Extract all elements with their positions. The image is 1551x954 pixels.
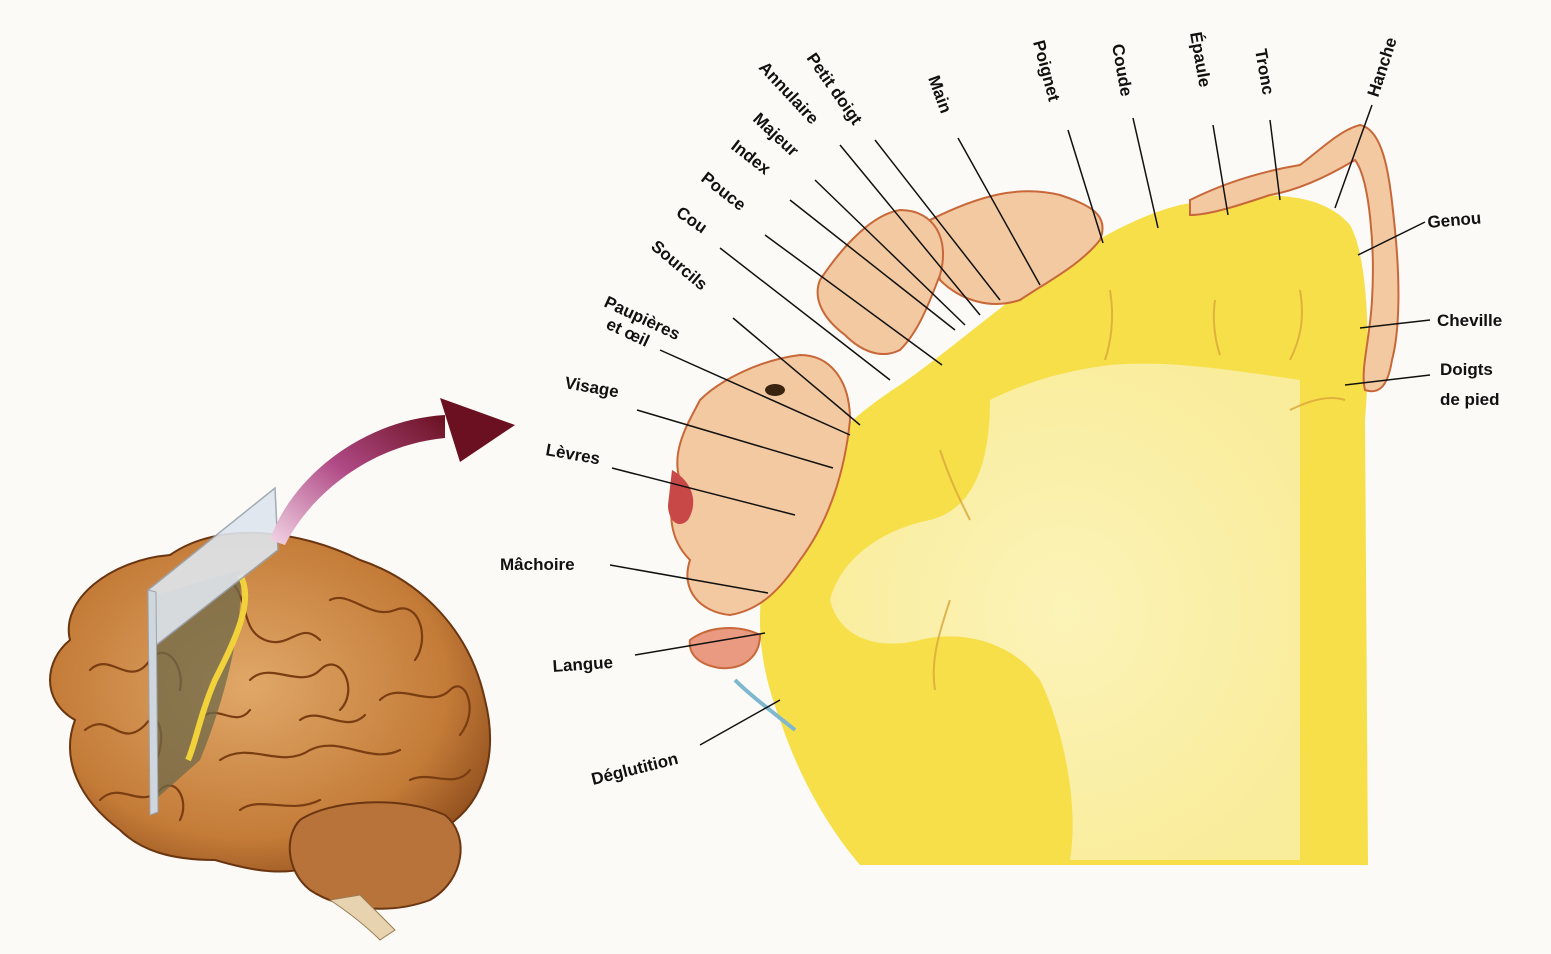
label-cheville: Cheville xyxy=(1437,311,1502,330)
label-levres: Lèvres xyxy=(544,440,601,468)
label-sourcils: Sourcils xyxy=(647,237,711,295)
label-pouce: Pouce xyxy=(698,168,750,214)
cutting-plane-edge xyxy=(148,590,158,815)
label-epaule: Épaule xyxy=(1186,30,1214,88)
label-deglutition: Déglutition xyxy=(589,749,680,789)
label-coude: Coude xyxy=(1108,42,1136,97)
homunculus-hand xyxy=(818,210,943,354)
brain-cerebellum xyxy=(290,802,461,908)
label-main: Main xyxy=(924,73,955,116)
homunculus-tongue xyxy=(690,628,760,668)
label-hanche: Hanche xyxy=(1364,35,1401,99)
label-cou: Cou xyxy=(673,203,711,238)
brain-illustration xyxy=(50,488,490,940)
homunculus-eye xyxy=(765,384,785,396)
label-doigts-line1: Doigts xyxy=(1440,360,1493,379)
label-machoire: Mâchoire xyxy=(500,555,575,574)
label-doigts-line2: de pied xyxy=(1440,390,1500,409)
label-tronc: Tronc xyxy=(1251,47,1278,96)
label-visage: Visage xyxy=(563,373,620,401)
label-genou: Genou xyxy=(1427,208,1482,232)
label-index: Index xyxy=(728,136,775,179)
pointer-arrow xyxy=(270,398,515,545)
label-langue: Langue xyxy=(552,653,614,676)
label-poignet: Poignet xyxy=(1029,38,1064,103)
